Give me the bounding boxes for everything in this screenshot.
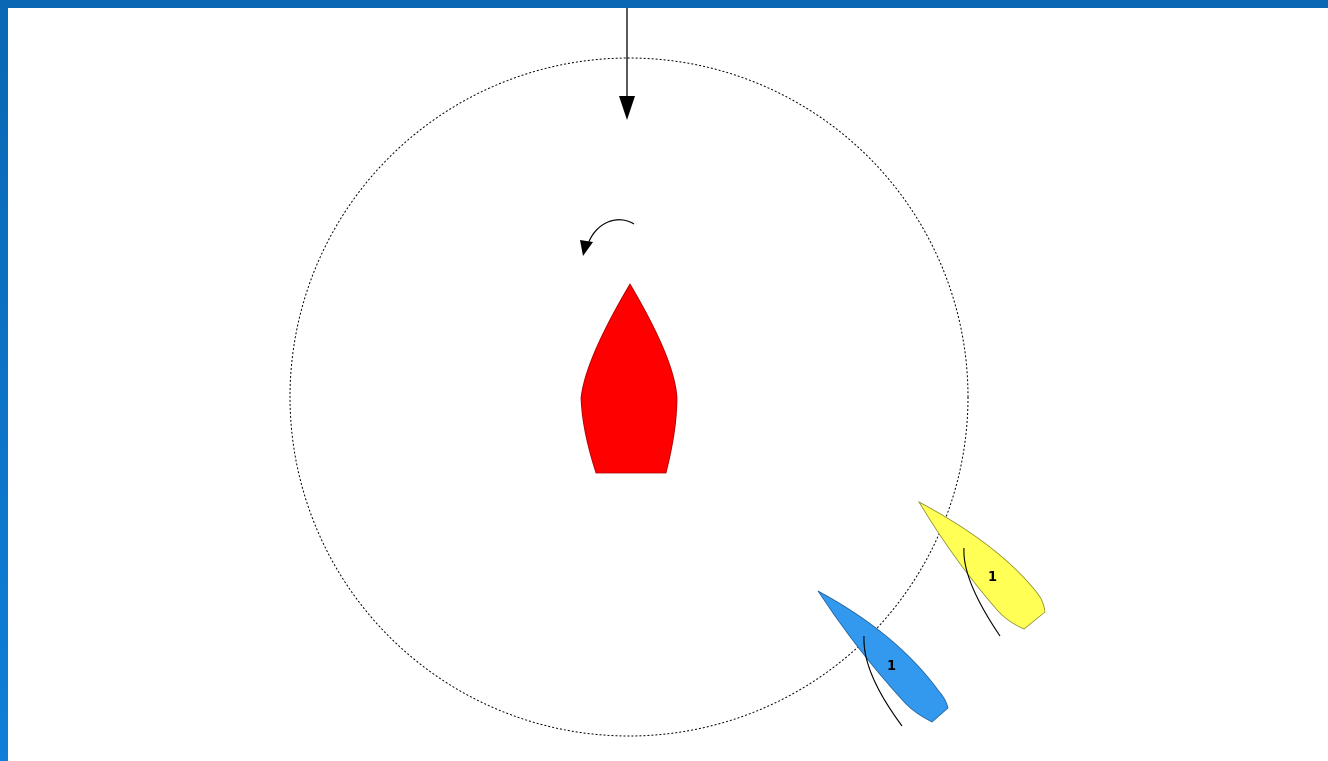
rotation-arrow-icon <box>580 220 634 256</box>
yellow-boat: 1 <box>919 502 1045 636</box>
red-mark <box>581 284 677 473</box>
blue-boat-label: 1 <box>887 659 896 674</box>
blue-boat: 1 <box>818 591 948 726</box>
yellow-boat-label: 1 <box>988 570 997 585</box>
wind-arrow <box>619 8 635 120</box>
